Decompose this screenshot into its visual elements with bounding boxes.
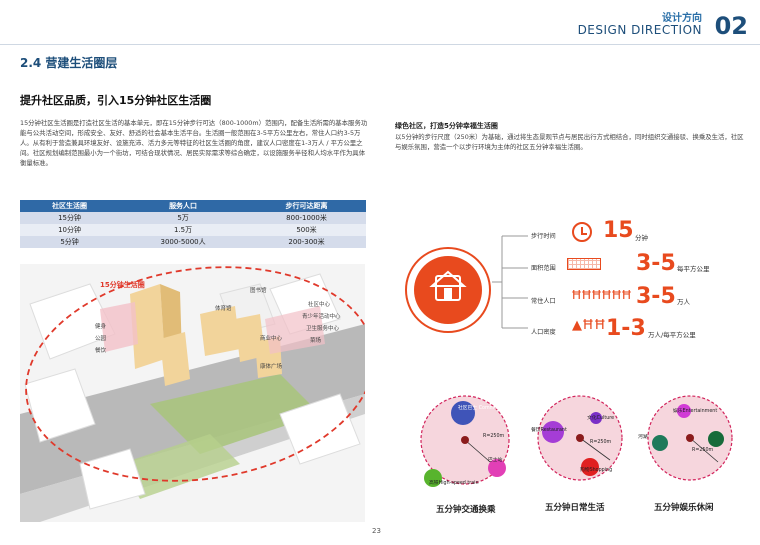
- circle-dot-label: R=250m: [483, 434, 505, 439]
- circle-dot-label: 文化Culture: [587, 416, 615, 421]
- circle-dot-label: 社区巴士 Community Bus: [458, 406, 517, 411]
- table-cell: 5万: [119, 212, 248, 224]
- site-plan-drawing: [20, 266, 365, 522]
- stat-label: 常住人口: [531, 298, 556, 305]
- plan-circle-label: 15分钟生活圈: [100, 281, 145, 289]
- plan-label: 卫生服务中心: [306, 326, 340, 332]
- table-row: 10分钟 1.5万 500米: [20, 224, 366, 236]
- table-cell: 200-300米: [247, 236, 366, 248]
- stat-label: 面积范围: [531, 265, 556, 272]
- right-title: 绿色社区，打造5分钟幸福生活圈: [395, 122, 498, 130]
- left-paragraph: 15分钟社区生活圈是打造社区生活的基本单元，即在15分钟步行可达（800-100…: [20, 119, 368, 167]
- area-grid-icon: [567, 258, 601, 270]
- page-number: 23: [372, 527, 381, 535]
- plan-label: 社区中心: [308, 302, 331, 308]
- plan-label: 商业中心: [260, 336, 283, 342]
- table-cell: 3000-5000人: [119, 236, 248, 248]
- leisure-circle: [647, 395, 733, 481]
- clock-icon: [572, 222, 592, 242]
- table-header-cell: 服务人口: [119, 200, 248, 212]
- circle-dot-label: R=250m: [692, 448, 714, 453]
- stat-unit: 万人/每平方公里: [648, 331, 696, 339]
- table-cell: 15分钟: [20, 212, 120, 224]
- circle-dot-label: 娱乐Entertainment: [673, 409, 718, 414]
- circle-title: 五分钟娱乐休闲: [654, 503, 714, 513]
- circle-dot-label: 购物Shopping: [580, 468, 613, 473]
- transit-circle: [420, 395, 510, 487]
- house-icon: [414, 256, 482, 324]
- circle-title: 五分钟日常生活: [545, 503, 605, 513]
- stat-unit: 每平方公里: [677, 265, 710, 273]
- section-title: 2.4 营建生活圈层: [20, 56, 118, 70]
- community-table: 社区生活圈 服务人口 步行可达距离 15分钟 5万 800-1000米 10分钟…: [20, 200, 366, 248]
- plan-label: 康体广场: [260, 364, 283, 370]
- stat-value: 1-3: [606, 316, 646, 341]
- table-header-cell: 社区生活圈: [20, 200, 120, 212]
- table-row: 5分钟 3000-5000人 200-300米: [20, 236, 366, 248]
- circle-title: 五分钟交通换乘: [436, 505, 496, 515]
- five-minute-circles: [420, 395, 733, 487]
- circle-dot-label: 餐饮Restaurant: [531, 428, 567, 433]
- table-row: 15分钟 5万 800-1000米: [20, 212, 366, 224]
- plan-label: 健身: [95, 324, 107, 330]
- stat-value: 15: [603, 218, 634, 243]
- right-paragraph: 以5分钟的步行尺度（250米）为基础，通过将生态景观节点与居民出行方式相结合，同…: [395, 133, 744, 151]
- plan-label: 菜场: [310, 338, 322, 344]
- circle-dot-label: 河湖: [638, 435, 648, 440]
- plan-label: 体育馆: [215, 306, 232, 312]
- stat-value: 3-5: [636, 251, 676, 276]
- plan-label: 餐饮: [95, 348, 107, 354]
- stats-connector-lines: [492, 235, 528, 329]
- daily-life-circle: [537, 395, 623, 481]
- header-number: 02: [714, 12, 748, 40]
- table-cell: 1.5万: [119, 224, 248, 236]
- stat-label: 步行时间: [531, 233, 556, 240]
- plan-label: 图书馆: [250, 288, 267, 294]
- stat-unit: 分钟: [635, 234, 648, 242]
- table-cell: 10分钟: [20, 224, 120, 236]
- table-header-row: 社区生活圈 服务人口 步行可达距离: [20, 200, 366, 212]
- plan-label: 公园: [95, 336, 107, 342]
- header-en-label: DESIGN DIRECTION: [577, 23, 702, 37]
- people-icon: ĦĦĦĦĦĦ: [571, 288, 632, 302]
- table-cell: 800-1000米: [247, 212, 366, 224]
- header-divider: [0, 44, 760, 45]
- table-header-cell: 步行可达距离: [247, 200, 366, 212]
- circle-dot-label: 巴士站: [488, 458, 503, 463]
- stat-unit: 万人: [677, 298, 690, 306]
- circle-dot-label: 高铁High-speed train: [429, 481, 479, 486]
- table-cell: 5分钟: [20, 236, 120, 248]
- site-plan-illustration: 15分钟生活圈 图书馆 社区中心 青少年活动中心 卫生服务中心 菜场 健身 公园…: [20, 264, 365, 522]
- header-cn-label: 设计方向: [662, 13, 702, 24]
- subheading: 提升社区品质，引入15分钟社区生活圈: [20, 94, 212, 107]
- density-icon: ▲ĦĦ: [572, 318, 606, 333]
- stat-value: 3-5: [636, 284, 676, 309]
- table-cell: 500米: [247, 224, 366, 236]
- stat-label: 人口密度: [531, 329, 556, 336]
- community-hub-ring: [405, 247, 491, 333]
- circle-dot-label: R=250m: [590, 440, 612, 445]
- plan-label: 青少年活动中心: [302, 314, 341, 320]
